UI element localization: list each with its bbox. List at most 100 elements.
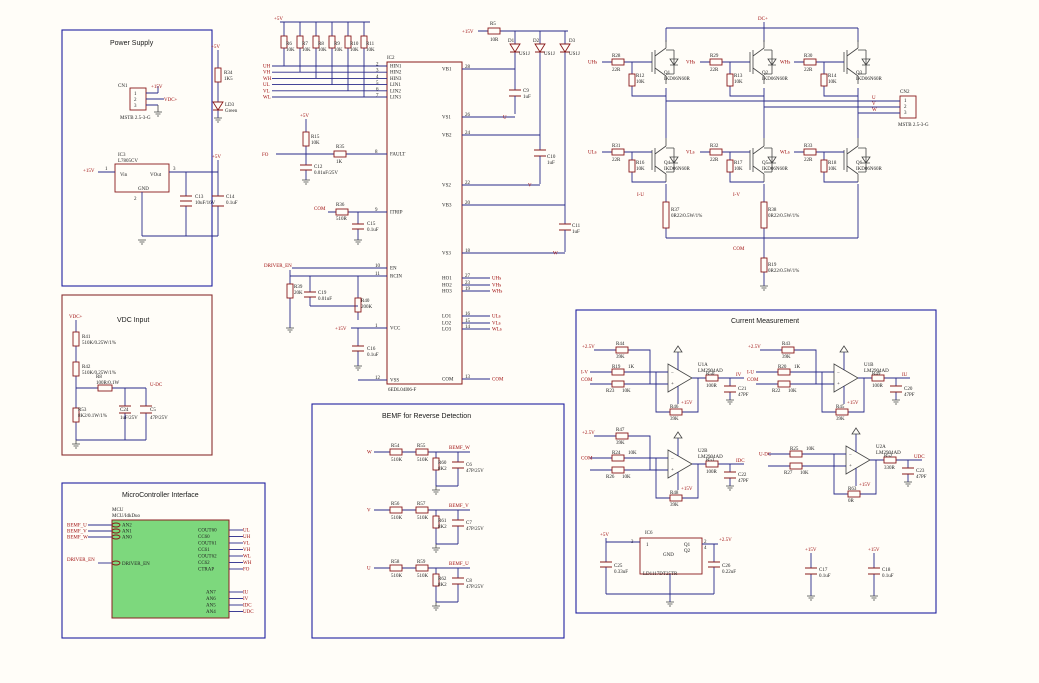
mcu-port-marker (111, 528, 121, 534)
igbt-low-icon (651, 138, 679, 182)
mcu-port-marker (111, 534, 121, 540)
cn2-connector (899, 95, 917, 119)
bemf-cap (452, 519, 464, 527)
r37-value: 0R22/0.5W/1% (671, 214, 702, 219)
ic2-left-name: ITRIP (390, 211, 403, 216)
c17-net: +15V (805, 548, 817, 553)
pullup-resistor (296, 35, 304, 49)
pullup-label: R7 (302, 42, 308, 47)
bemf-cap-label: C7 (466, 521, 472, 526)
opamp-rcom-label: R23 (606, 389, 615, 394)
fault-fo-net: FO (262, 153, 269, 158)
igbt-part: IKD06N60R (762, 77, 788, 82)
vdc-in-net: VDC+ (69, 315, 83, 320)
igbt-label: Q6 (856, 161, 863, 166)
opamp-ro-value: 100R (706, 470, 718, 475)
gate-pulldown-resistor (726, 73, 734, 87)
opamp-output-net: IU (902, 373, 908, 378)
opamp-output-wire (858, 377, 910, 400)
ic2-left-name: EN (390, 267, 397, 272)
opamp-ref-wire (760, 349, 817, 384)
opamp-minus-sign: − (671, 457, 674, 462)
gate-resistor-label: R32 (710, 144, 719, 149)
r41-value: 510K/0.25W/1% (82, 341, 116, 346)
r53-resistor (72, 407, 80, 423)
vdc-input-box (61, 294, 213, 456)
pullup-resistor (328, 35, 336, 49)
ic2-input-num: 3 (376, 69, 379, 74)
gate-driver: IC2 6EDL04I06-F +5V R610KR710KR810KR910K… (262, 17, 581, 393)
supply-arrow-icon (851, 427, 861, 435)
ic2-right-num: 27 (465, 274, 471, 279)
opamp-rref (615, 432, 629, 440)
opamp-cap-value: 47PF (738, 479, 749, 484)
opamp-feedback-wire (655, 372, 699, 413)
opamp-part: LM2904AD (876, 451, 901, 456)
opamp-rcom-label: R27 (784, 471, 793, 476)
cn1-label: CN1 (118, 84, 128, 89)
ic2-right-num: 20 (465, 201, 471, 206)
opamp-vref-net: +2.5V (582, 431, 595, 436)
opamp-ref: U2B (698, 449, 708, 454)
pulldown-value: 10K (636, 80, 645, 85)
bemf-r1 (389, 506, 403, 514)
gate-resistor-value: 22R (612, 68, 621, 73)
opamp-plus-sign: + (671, 382, 674, 387)
bemf-output-net: BEMF_U (449, 562, 469, 567)
igbt-label: Q3 (856, 71, 863, 76)
igbt-label: Q1 (664, 71, 671, 76)
ic2-input-net: UH (263, 65, 271, 70)
r37-label: R37 (671, 208, 680, 213)
ic2-right-num: 26 (465, 113, 471, 118)
opamp-rf-label: R48 (670, 491, 679, 496)
opamp-rin-value: 10K (806, 447, 815, 452)
r39-value: 20K (294, 291, 303, 296)
c15-value: 0.1uF (367, 228, 379, 233)
opamp-output-net: IV (736, 373, 742, 378)
r8-value: 100R/0.1W (96, 381, 119, 386)
ic2-right-name: VS2 (442, 184, 451, 189)
ic6-pin4: 4 (704, 546, 707, 551)
c14-value: 0.1uF (226, 201, 238, 206)
ic2-right-name: COM (442, 378, 454, 383)
pullup-value: 10K (366, 48, 375, 53)
r39-resistor (286, 283, 294, 299)
c16-value: 0.1uF (367, 353, 379, 358)
gate-resistor-label: R28 (612, 54, 621, 59)
mcu-port-marker (111, 560, 121, 566)
igbt-label: Q4 (664, 161, 671, 166)
bemf-input-net: U (367, 567, 371, 572)
ic2-right-net: V (528, 184, 532, 189)
opamp-filter-cap (890, 385, 902, 393)
c19-label: C19 (318, 291, 327, 296)
ic6-q2: Q2 (684, 549, 691, 554)
gate-resistor (709, 58, 723, 66)
gate-resistor-label: R33 (804, 144, 813, 149)
opamp-rcom-label: R22 (772, 389, 781, 394)
opamp-icon (667, 449, 693, 479)
pulldown-label: R13 (734, 74, 743, 79)
opamp-minus-sign: − (671, 371, 674, 376)
bemf-dividers: WR54510KR55510KR608K2C647P/25VBEMF_WVR56… (367, 444, 484, 611)
bemf-r2-label: R55 (417, 444, 426, 449)
opamp-part: LM2904AD (864, 369, 889, 374)
mcu-input-pin: AN0 (122, 536, 132, 541)
opamp-rref (615, 346, 629, 354)
pullup-label: R8 (318, 42, 324, 47)
opamp-rref (781, 346, 795, 354)
bemf-r2 (415, 506, 429, 514)
ic3-v5-net: +5V (212, 155, 221, 160)
bemf-r2-label: R57 (417, 502, 426, 507)
r38-resistor (760, 201, 768, 229)
opamp-input-wire (768, 453, 846, 467)
opamp-output-wire (870, 459, 922, 482)
opamp-rcom-value: 10K (788, 389, 797, 394)
igbt-label: Q5 (762, 161, 769, 166)
high-gate-net: UHs (588, 61, 597, 66)
ic2-right-name: VB2 (442, 134, 452, 139)
c18-label: C18 (882, 568, 891, 573)
opamp-feedback-wire (821, 372, 865, 413)
pullup-resistor (360, 35, 368, 49)
